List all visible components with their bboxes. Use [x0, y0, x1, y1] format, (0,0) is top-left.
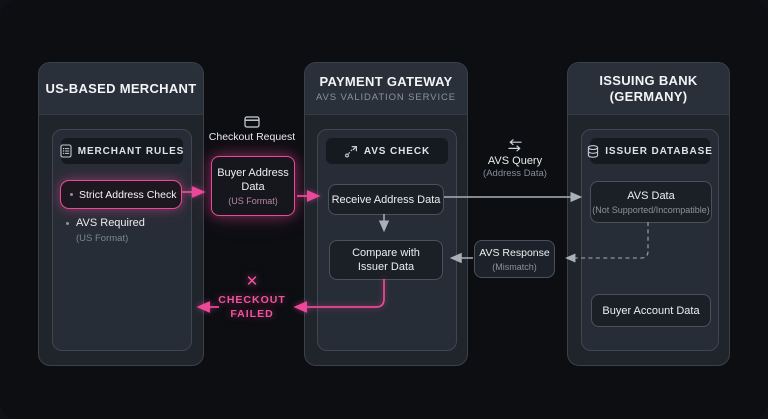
- credit-card-icon: [244, 116, 260, 128]
- checkout-failed-line1: CHECKOUT: [218, 294, 286, 306]
- avs-response-sub: (Mismatch): [492, 261, 537, 272]
- gateway-panel: PAYMENT GATEWAY AVS VALIDATION SERVICE A…: [304, 62, 468, 366]
- merchant-rules-label: MERCHANT RULES: [77, 145, 185, 157]
- buyer-account-label: Buyer Account Data: [602, 304, 700, 317]
- avs-data-title: AVS Data: [627, 189, 675, 202]
- avs-response-node: AVS Response (Mismatch): [474, 240, 555, 278]
- buyer-address-sub: (US Format): [228, 195, 278, 206]
- avs-check-header: AVS CHECK: [326, 138, 448, 164]
- rule-strict-address-check: Strict Address Check: [60, 180, 182, 209]
- receive-address-node: Receive Address Data: [328, 184, 444, 215]
- merchant-panel-header: US-BASED MERCHANT: [39, 63, 203, 115]
- issuer-database-label: ISSUER DATABASE: [605, 145, 713, 157]
- bullet-dot: [70, 193, 73, 196]
- checkout-failed-line2: FAILED: [230, 308, 274, 320]
- issuer-database-panel: ISSUER DATABASE AVS Data (Not Supported/…: [581, 129, 719, 351]
- avs-check-label: AVS CHECK: [363, 145, 431, 157]
- avs-data-node: AVS Data (Not Supported/Incompatible): [590, 181, 712, 223]
- merchant-panel: US-BASED MERCHANT MERCHANT RULES Strict …: [38, 62, 204, 366]
- buyer-account-node: Buyer Account Data: [591, 294, 711, 327]
- gateway-title: PAYMENT GATEWAY: [319, 74, 453, 89]
- merchant-title: US-BASED MERCHANT: [45, 80, 197, 96]
- bank-panel: ISSUING BANK (GERMANY) ISSUER DATABASE A…: [567, 62, 730, 366]
- rule-avs-sub: (US Format): [76, 233, 129, 244]
- avs-query-label: AVS Query (Address Data): [470, 139, 560, 180]
- swap-arrows-icon: [508, 139, 522, 152]
- checkout-request-text: Checkout Request: [208, 131, 296, 143]
- fail-x-icon: ✕: [245, 273, 259, 290]
- bank-title-line1: ISSUING BANK: [599, 72, 698, 88]
- rule-strict-label: Strict Address Check: [79, 188, 177, 201]
- avs-response-label: AVS Response: [479, 246, 550, 259]
- bank-panel-header: ISSUING BANK (GERMANY): [568, 63, 729, 115]
- avs-data-sub: (Not Supported/Incompatible): [592, 204, 710, 215]
- avs-query-text: AVS Query: [487, 155, 543, 167]
- checkout-request-label: Checkout Request: [204, 116, 300, 144]
- rules-list-icon: [60, 144, 72, 158]
- database-icon: [588, 144, 599, 158]
- avs-check-icon: [344, 145, 357, 157]
- buyer-address-data-node: Buyer Address Data (US Format): [211, 156, 295, 216]
- compare-issuer-label: Compare with Issuer Data: [352, 247, 420, 273]
- bank-title-line2: (GERMANY): [609, 88, 688, 104]
- issuer-database-header: ISSUER DATABASE: [588, 138, 713, 164]
- rule-avs-required: AVS Required: [66, 217, 145, 229]
- avs-check-panel: AVS CHECK Receive Address Data Compare w…: [317, 129, 457, 351]
- gateway-subtitle: AVS VALIDATION SERVICE: [316, 92, 456, 103]
- merchant-rules-panel: MERCHANT RULES Strict Address Check AVS …: [52, 129, 192, 351]
- checkout-failed-block: ✕ CHECKOUT FAILED: [202, 274, 302, 321]
- gateway-panel-header: PAYMENT GATEWAY AVS VALIDATION SERVICE: [305, 63, 467, 115]
- avs-query-sub: (Address Data): [483, 168, 547, 179]
- receive-address-label: Receive Address Data: [331, 193, 441, 206]
- buyer-address-title: Buyer Address Data: [217, 166, 289, 193]
- compare-issuer-node: Compare with Issuer Data: [329, 240, 443, 280]
- rule-avs-label: AVS Required: [76, 217, 145, 229]
- bullet-dot: [66, 221, 69, 225]
- merchant-rules-header: MERCHANT RULES: [60, 138, 185, 164]
